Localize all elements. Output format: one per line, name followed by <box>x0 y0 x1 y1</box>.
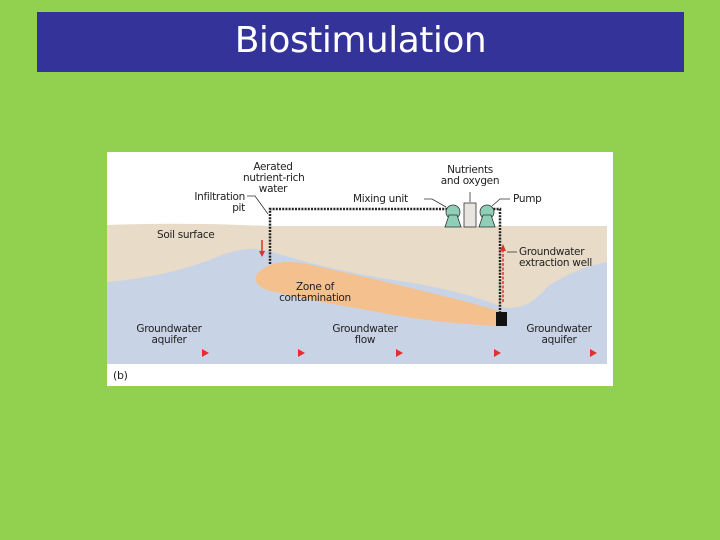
label-line: and oxygen <box>440 175 500 187</box>
panel-label: (b) <box>113 369 128 382</box>
label-line: aquifer <box>151 334 187 346</box>
biostimulation-diagram: Aerated nutrient-rich water Infiltration… <box>107 152 613 386</box>
label-infiltration-pit: Infiltration pit <box>169 192 245 214</box>
label-extraction-well: Groundwater extraction well <box>519 247 592 269</box>
label-soil-surface: Soil surface <box>157 229 215 241</box>
label-zone-of-contamination: Zone of contamination <box>275 282 355 304</box>
groundwater-flow-arrows <box>137 349 597 357</box>
label-line: flow <box>354 334 376 346</box>
label-line: Groundwater <box>519 246 585 258</box>
label-mixing-unit: Mixing unit <box>353 193 408 205</box>
label-line: aquifer <box>541 334 577 346</box>
label-aerated-water: Aerated nutrient-rich water <box>243 161 305 195</box>
label-line: nutrient-rich <box>243 172 305 184</box>
label-nutrients-oxygen: Nutrients and oxygen <box>437 165 503 187</box>
mixing-unit-icon <box>444 204 462 228</box>
label-line: Infiltration <box>194 191 245 203</box>
label-line: Groundwater <box>332 323 398 335</box>
label-aquifer-left: Groundwater aquifer <box>129 324 209 346</box>
label-aquifer-right: Groundwater aquifer <box>519 324 599 346</box>
nutrient-tank-icon <box>463 202 477 228</box>
label-line: Aerated <box>253 161 293 173</box>
title-bar: Biostimulation <box>37 12 684 72</box>
label-line: extraction well <box>519 257 592 269</box>
label-groundwater-flow: Groundwater flow <box>325 324 405 346</box>
label-line: Nutrients <box>447 164 493 176</box>
label-line: Groundwater <box>136 323 202 335</box>
pump-icon <box>478 204 496 228</box>
label-line: Zone of <box>295 281 335 293</box>
contamination-plume <box>255 261 502 326</box>
label-line: contamination <box>279 292 351 304</box>
label-pump: Pump <box>513 193 542 205</box>
slide-title: Biostimulation <box>234 19 487 61</box>
label-line: Groundwater <box>526 323 592 335</box>
label-line: pit <box>232 202 245 214</box>
diagram-graphics <box>107 192 613 386</box>
label-line: water <box>258 183 288 195</box>
